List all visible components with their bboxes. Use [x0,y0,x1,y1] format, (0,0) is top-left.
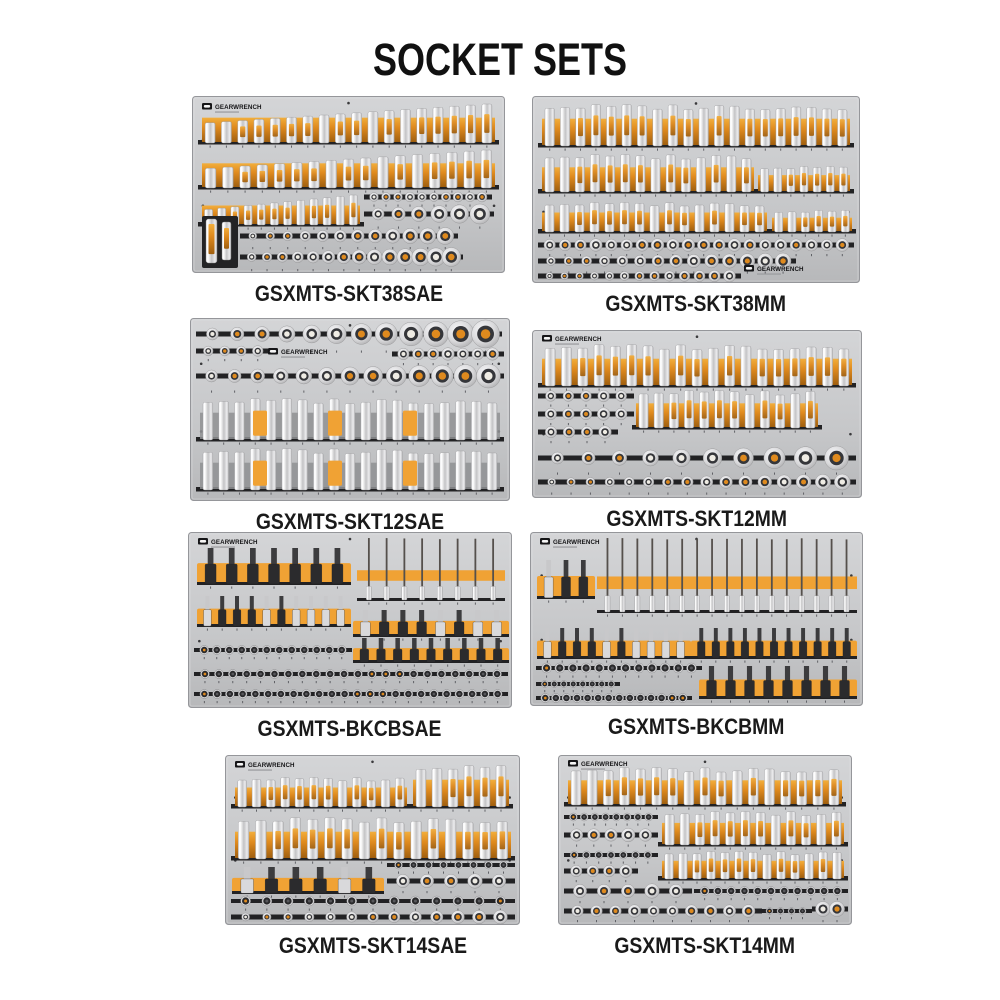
socket-tray-photo: GEARWRENCH [532,96,860,283]
socket-tray-photo: GEARWRENCH [192,96,505,273]
product-card: GEARWRENCH GSXMTS-SKT14SAE [225,755,520,959]
product-code: GSXMTS-SKT38MM [605,291,787,316]
socket-tray-photo: GEARWRENCH [558,755,852,925]
socket-tray-photo: GEARWRENCH [225,755,520,925]
product-code: GSXMTS-SKT12SAE [255,509,445,534]
product-card: GEARWRENCH GSXMTS-BKCBMM [530,532,863,740]
socket-tray-photo: GEARWRENCH [530,532,863,706]
product-card: GEARWRENCH GSXMTS-BKCBSAE [188,532,512,742]
product-card: GEARWRENCH GSXMTS-SKT12MM [532,330,862,532]
page-title: SOCKET SETS [372,34,628,85]
svg-text:GEARWRENCH: GEARWRENCH [211,539,258,546]
product-code: GSXMTS-BKCBMM [608,714,785,739]
socket-tray-photo: GEARWRENCH [532,330,862,498]
socket-tray-photo: GEARWRENCH [188,532,512,708]
product-code: GSXMTS-SKT12MM [606,506,788,531]
svg-text:GEARWRENCH: GEARWRENCH [215,104,262,111]
product-card: GEARWRENCH GSXMTS-SKT14MM [558,755,852,959]
svg-text:GEARWRENCH: GEARWRENCH [553,539,600,546]
product-code: GSXMTS-BKCBSAE [258,716,442,741]
socket-tray-photo: GEARWRENCH [190,318,510,501]
svg-text:GEARWRENCH: GEARWRENCH [555,336,602,343]
product-card: GEARWRENCH GSXMTS-SKT38SAE [192,96,505,307]
product-card: GEARWRENCH GSXMTS-SKT12SAE [190,318,510,535]
product-card: GEARWRENCH GSXMTS-SKT38MM [532,96,860,317]
svg-text:GEARWRENCH: GEARWRENCH [281,349,328,356]
product-code: GSXMTS-SKT14MM [614,933,796,958]
product-code: GSXMTS-SKT38SAE [254,281,443,306]
svg-text:GEARWRENCH: GEARWRENCH [757,266,804,273]
svg-text:GEARWRENCH: GEARWRENCH [248,762,295,769]
product-code: GSXMTS-SKT14SAE [278,933,467,958]
svg-text:GEARWRENCH: GEARWRENCH [581,761,628,768]
